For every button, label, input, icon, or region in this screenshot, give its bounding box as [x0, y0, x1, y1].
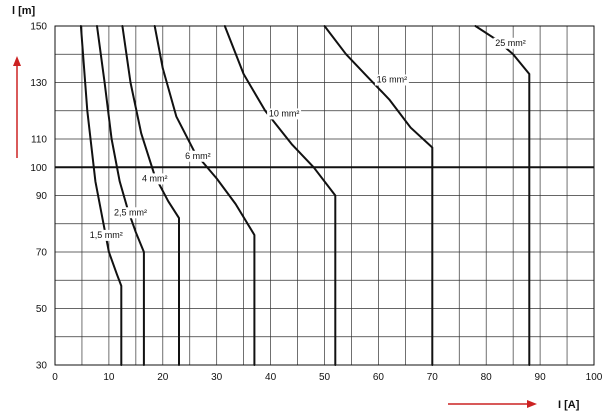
- x-tick-label: 30: [211, 372, 223, 383]
- curve-label: 25 mm²: [495, 38, 526, 48]
- curve-label: 1,5 mm²: [90, 230, 123, 240]
- series-line: [223, 25, 337, 366]
- x-tick-label: 20: [157, 372, 169, 383]
- x-tick-label: 100: [586, 372, 603, 383]
- y-axis-arrow-icon: [13, 56, 21, 158]
- curve-label: 4 mm²: [142, 173, 168, 183]
- y-axis-title: l [m]: [12, 5, 36, 17]
- y-tick-label: 110: [31, 135, 47, 146]
- x-tick-label: 90: [535, 372, 547, 383]
- grid: [54, 25, 595, 366]
- y-tick-label: 150: [30, 22, 47, 33]
- curve-labels: 1,5 mm² 2,5 mm² 4 mm² 6 mm² 10 mm² 16 mm² 25 m…: [86, 37, 528, 241]
- y-tick-label: 90: [36, 191, 48, 202]
- x-axis-arrow-icon: [448, 400, 537, 408]
- curve-label: 16 mm²: [377, 75, 408, 85]
- curve-label: 10 mm²: [269, 108, 300, 118]
- curve-label-background: [140, 173, 170, 185]
- y-tick-label: 30: [36, 361, 48, 372]
- x-tick-label: 70: [427, 372, 439, 383]
- x-tick-label: 10: [103, 372, 115, 383]
- x-tick-label: 0: [52, 372, 58, 383]
- curve-label-background: [267, 108, 302, 120]
- series-line: [323, 25, 434, 366]
- x-tick-label: 40: [265, 372, 277, 383]
- series-line: [474, 25, 531, 366]
- curve-label: 6 mm²: [185, 151, 211, 161]
- x-tick-label: 60: [373, 372, 385, 383]
- x-tick-label: 50: [319, 372, 331, 383]
- y-tick-label: 70: [36, 248, 48, 259]
- curve-label-background: [374, 74, 409, 86]
- y-tick-label: 130: [30, 78, 47, 89]
- curve-label-background: [86, 229, 126, 241]
- y-tick-label: 50: [36, 304, 48, 315]
- x-axis-title: I [A]: [558, 399, 580, 411]
- curve-label-background: [493, 37, 528, 49]
- series-line: [96, 25, 145, 366]
- curve-label: 2,5 mm²: [114, 207, 147, 217]
- y-tick-label: 100: [30, 163, 47, 174]
- series-line: [153, 25, 256, 366]
- curve-label-background: [110, 207, 150, 219]
- curve-label-background: [183, 150, 213, 162]
- tick-labels: 0 10 20 30 40 50 60 70 80 90 100 30 50 70 90 100 110 130 1…: [30, 22, 602, 384]
- x-tick-label: 80: [481, 372, 493, 383]
